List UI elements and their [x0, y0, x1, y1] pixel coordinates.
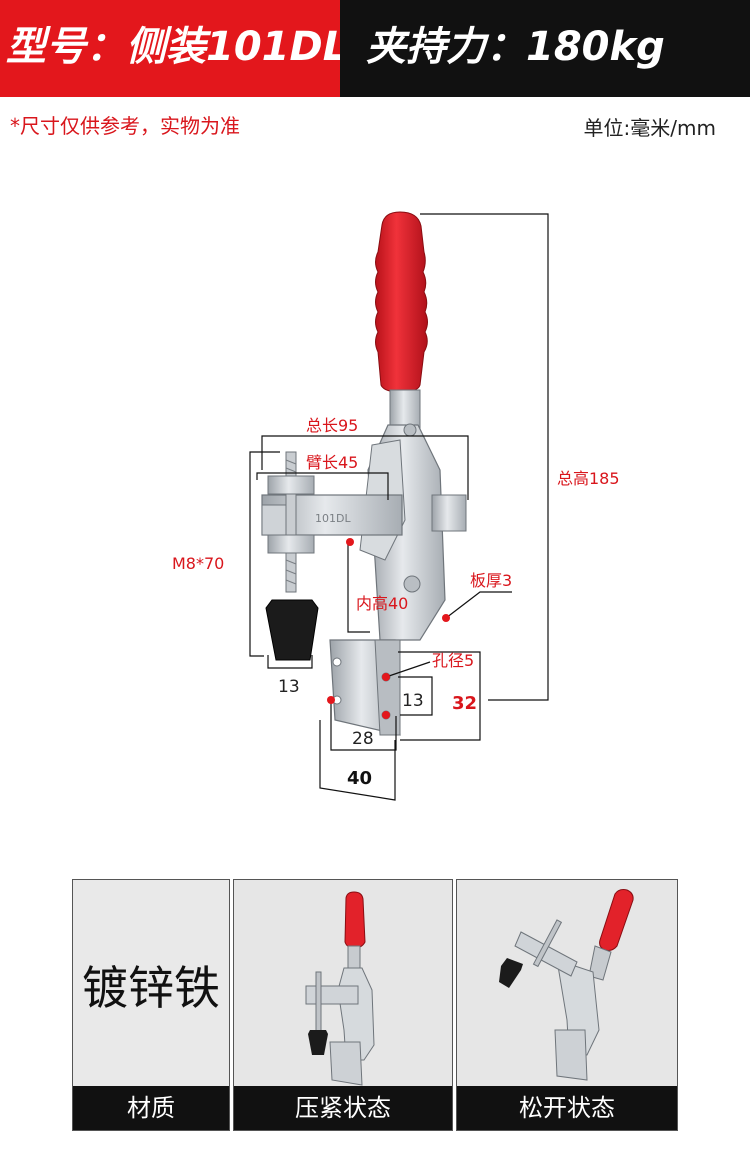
- product-dimension-diagram: 101DL: [0, 140, 750, 840]
- handle-grip-icon: [375, 211, 428, 393]
- total-length-label: 总长95: [306, 416, 359, 435]
- material-card: 镀锌铁 材质: [72, 879, 230, 1131]
- open-caption: 松开状态: [457, 1086, 677, 1130]
- open-photo: [457, 880, 677, 1088]
- arm-length-label: 臂长45: [306, 453, 359, 472]
- hole-diameter-label: 孔径5: [432, 651, 475, 670]
- product-cards: 镀锌铁 材质 压紧状态: [72, 879, 678, 1131]
- mounting-bracket: [329, 639, 401, 736]
- size-disclaimer: *尺寸仅供参考，实物为准: [10, 114, 240, 138]
- plate-thickness-label: 板厚3: [470, 571, 513, 590]
- total-height-label: 总高185: [557, 469, 620, 488]
- clamp-arm: 101DL: [261, 494, 403, 536]
- clamped-photo: [234, 880, 452, 1088]
- material-swatch: 镀锌铁: [73, 880, 229, 1088]
- material-text: 镀锌铁: [82, 961, 220, 1015]
- open-clamp-icon: [499, 889, 634, 1081]
- unit-label: 单位:毫米/mm: [583, 116, 716, 140]
- base-height-label: 32: [452, 693, 478, 714]
- spindle-bolt: [267, 451, 315, 593]
- hole-spacing-label: 28: [352, 729, 374, 749]
- rubber-tip-icon: [265, 599, 319, 661]
- material-caption: 材质: [73, 1086, 229, 1130]
- bolt-size-label: M8*70: [172, 554, 225, 573]
- open-state-card: 松开状态: [456, 879, 678, 1131]
- base-width-label: 40: [347, 768, 373, 789]
- clamped-state-card: 压紧状态: [233, 879, 453, 1131]
- model-banner: 型号：侧装101DL: [0, 0, 348, 97]
- header-banner: 型号：侧装101DL 夹持力：180kg: [0, 0, 750, 97]
- base-inner-label: 13: [402, 691, 424, 711]
- dimension-lines: [249, 213, 549, 801]
- force-banner: 夹持力：180kg: [340, 0, 750, 97]
- clamp-drawing: 101DL: [249, 211, 549, 801]
- clamped-caption: 压紧状态: [234, 1086, 452, 1130]
- dimension-markers: [327, 538, 450, 719]
- arm-stamp: 101DL: [315, 512, 351, 525]
- inner-height-label: 内高40: [356, 594, 409, 613]
- force-title: 夹持力：180kg: [366, 24, 665, 70]
- model-title: 型号：侧装101DL: [6, 24, 349, 70]
- tip-width-label: 13: [278, 677, 300, 697]
- clamped-clamp-icon: [305, 891, 375, 1086]
